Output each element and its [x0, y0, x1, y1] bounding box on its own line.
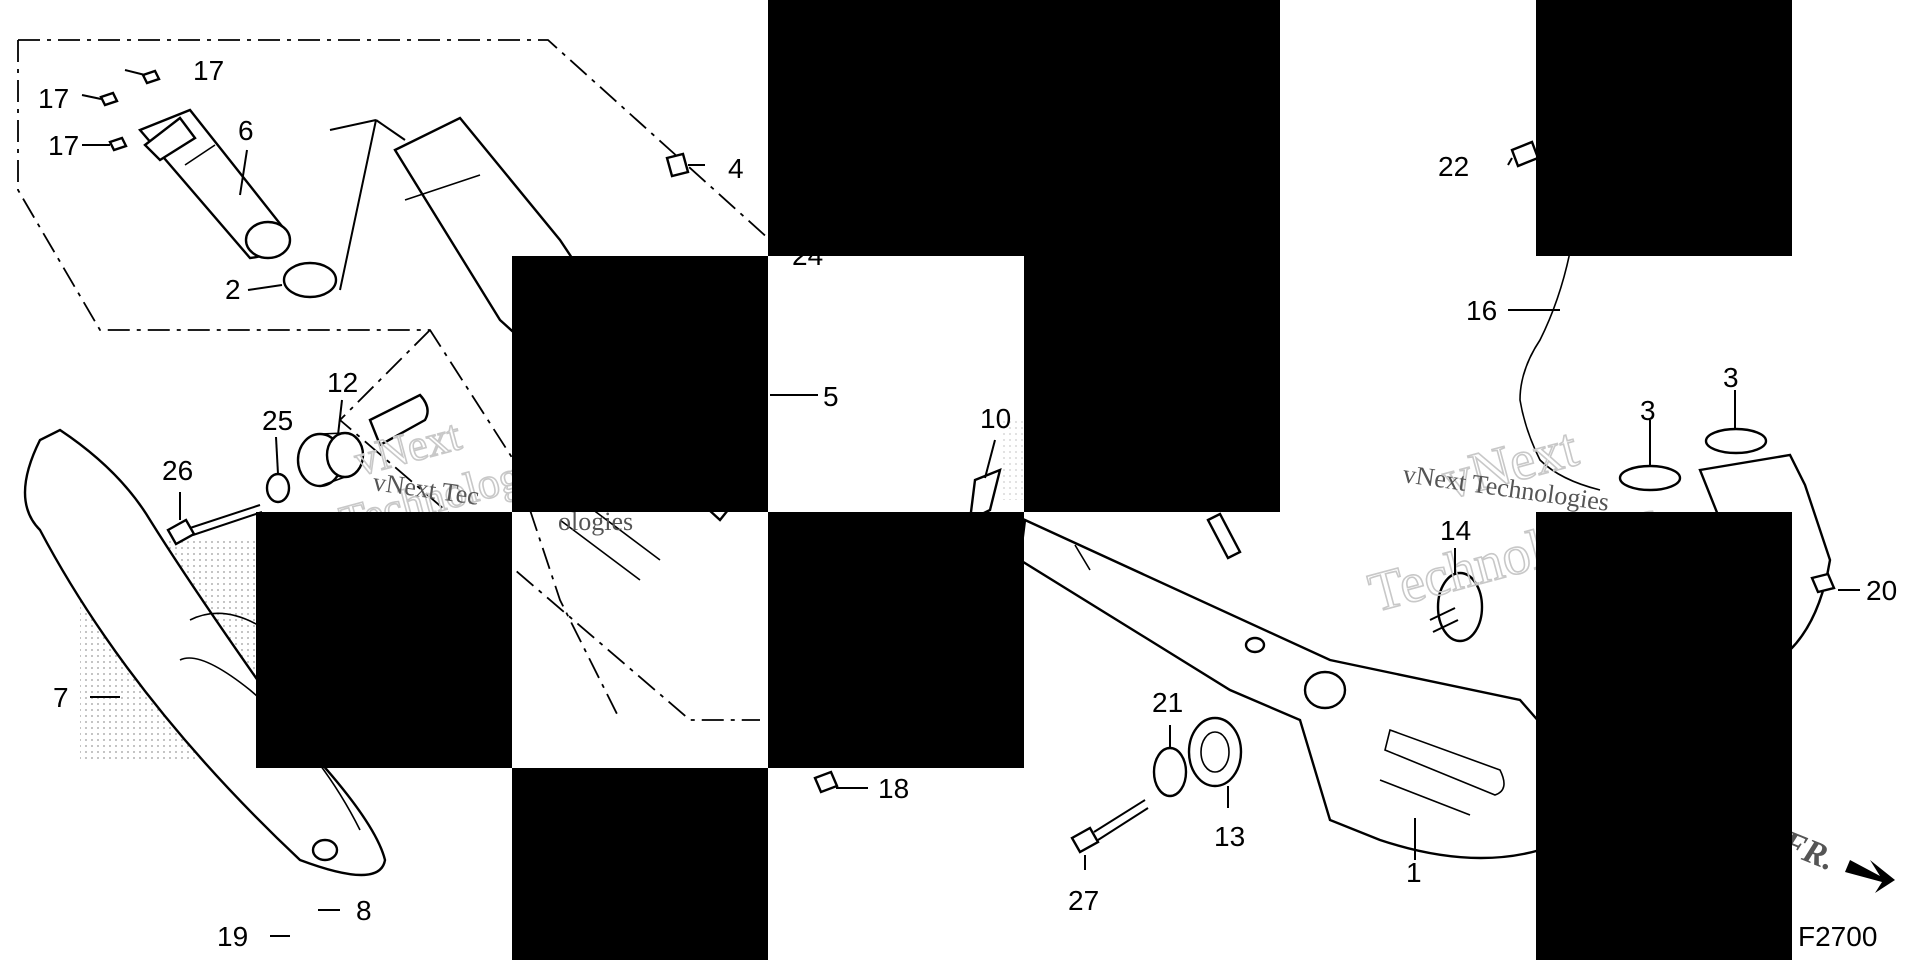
label-18: 18	[878, 773, 909, 804]
part-20-nut	[1810, 572, 1836, 594]
part-18-bolt	[813, 770, 839, 794]
label-22: 22	[1438, 151, 1469, 182]
label-8: 8	[356, 895, 372, 926]
label-17: 17	[48, 130, 79, 161]
part-22-clip	[1510, 140, 1540, 168]
assembly-outline	[17, 39, 771, 721]
label-16: 16	[1466, 295, 1497, 326]
label-7: 7	[53, 682, 69, 713]
leader-line	[329, 119, 406, 291]
redaction-blocks	[256, 0, 1792, 960]
part-26-bolt	[166, 504, 263, 546]
label-3: 3	[1723, 362, 1739, 393]
label-12: 12	[327, 367, 358, 398]
label-26: 26	[162, 455, 193, 486]
collar	[368, 393, 429, 447]
diagram-code: F2700	[1798, 921, 1877, 952]
part-27-bolt	[1070, 799, 1149, 854]
label-17: 17	[193, 55, 224, 86]
label-27: 27	[1068, 885, 1099, 916]
part-3-gasket	[1618, 464, 1682, 492]
part-21-washer	[1152, 746, 1188, 798]
label-2: 2	[225, 274, 241, 305]
label-4: 4	[728, 153, 744, 184]
label-20: 20	[1866, 575, 1897, 606]
label-6: 6	[238, 115, 254, 146]
part-10-bracket	[968, 468, 1002, 523]
part-12-bushing	[296, 431, 365, 488]
label-14: 14	[1440, 515, 1471, 546]
label-10: 10	[980, 403, 1011, 434]
label-21: 21	[1152, 687, 1183, 718]
label-13: 13	[1214, 821, 1245, 852]
front-arrow-icon	[1845, 860, 1895, 893]
part-13-grommet	[1187, 716, 1243, 788]
label-1: 1	[1406, 857, 1422, 888]
part-6-tube	[137, 108, 292, 260]
part-14-stud	[1429, 571, 1484, 643]
label-17: 17	[38, 83, 69, 114]
label-5: 5	[823, 381, 839, 412]
part-3-gasket	[1704, 427, 1768, 455]
part-25-washer	[265, 472, 291, 504]
leader-lines	[81, 69, 1860, 937]
assembly-outline	[529, 509, 621, 721]
label-25: 25	[262, 405, 293, 436]
part-2-oring	[282, 261, 338, 299]
label-19: 19	[217, 921, 248, 952]
bolt-17	[99, 91, 119, 107]
o2-sensor	[1206, 512, 1242, 560]
bolt-17	[108, 136, 128, 152]
part-4-clip	[665, 152, 690, 178]
bolt-17	[141, 69, 161, 85]
label-3: 3	[1640, 395, 1656, 426]
